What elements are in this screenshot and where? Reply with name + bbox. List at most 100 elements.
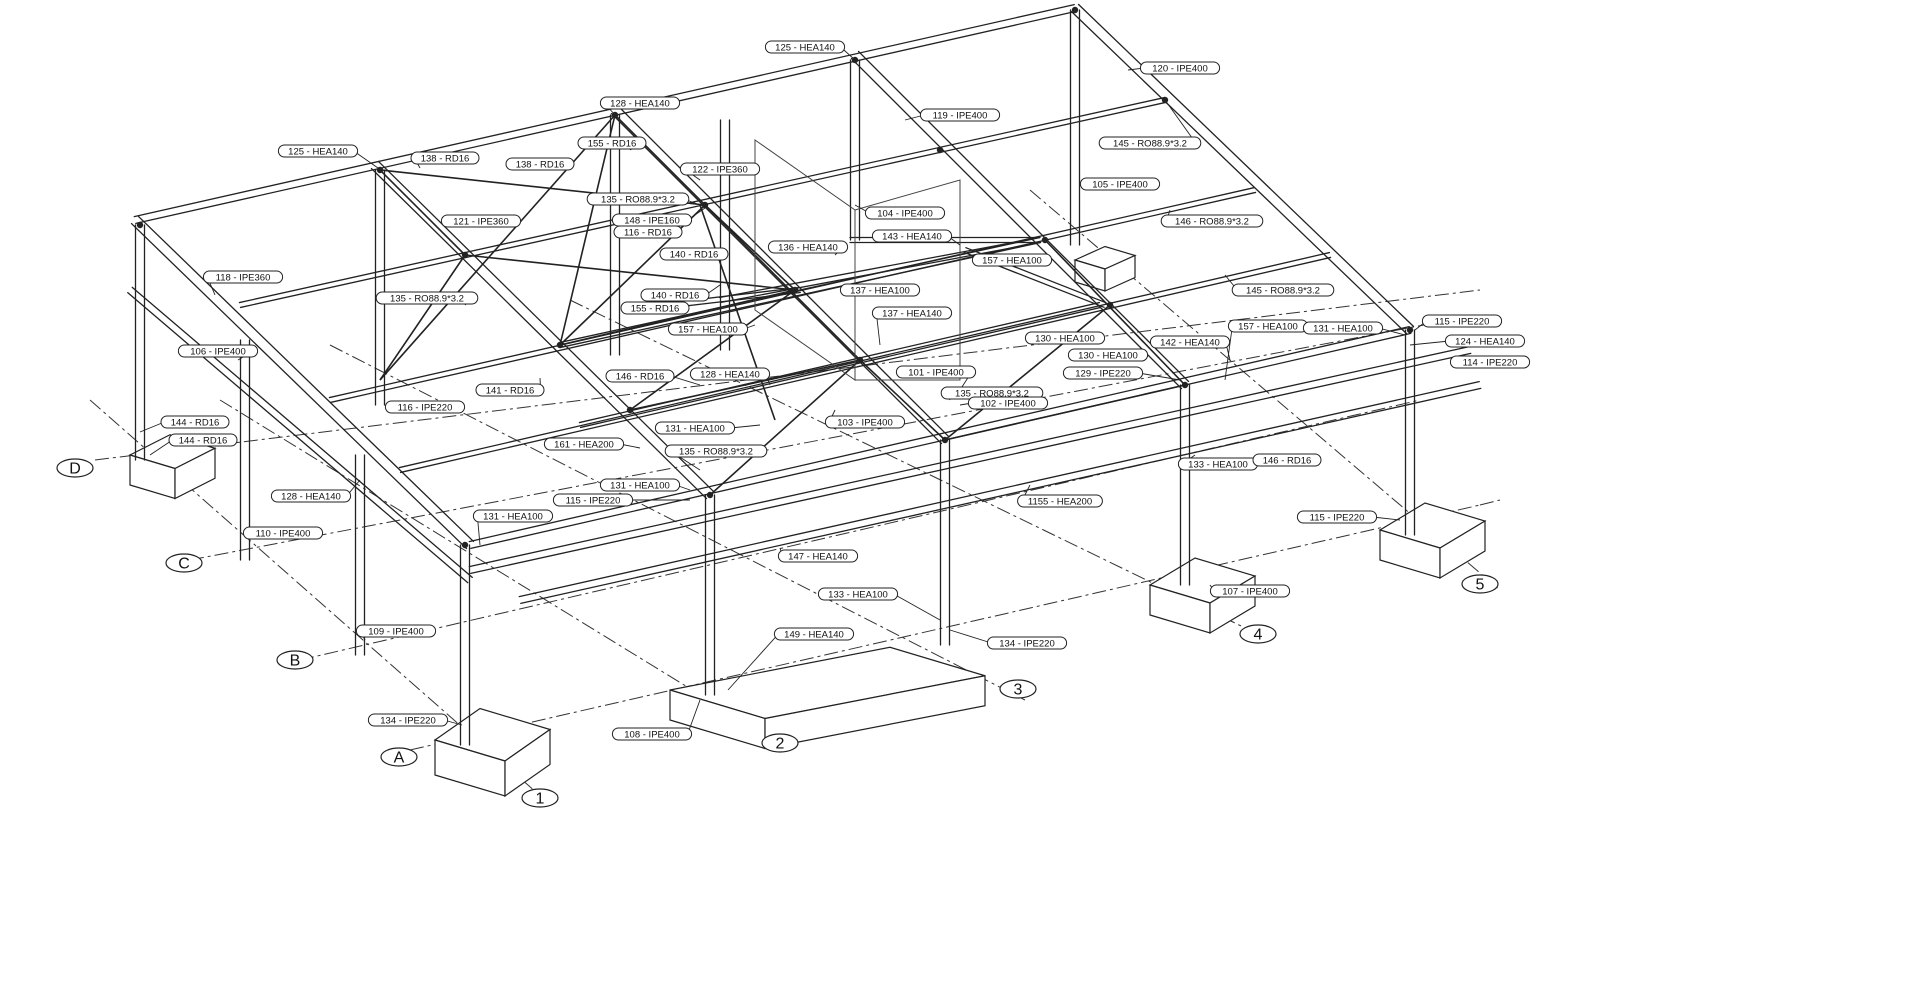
grid-line <box>94 289 1481 461</box>
grid-bubble-number-text: 3 <box>1014 682 1023 699</box>
member-label-text: 148 - IPE160 <box>624 216 679 227</box>
joint <box>1181 381 1189 389</box>
steel-members <box>127 3 1482 746</box>
bracing-rod <box>859 359 946 441</box>
grid-bubble-letter: C <box>165 553 203 573</box>
label-leader <box>1409 340 1450 346</box>
grid-bubble-number-outline <box>999 679 1037 699</box>
joint <box>1106 301 1114 309</box>
grid-bubble-number-outline <box>521 788 559 808</box>
member-label-text: 122 - IPE360 <box>692 165 747 176</box>
member-label-text: 115 - IPE220 <box>1310 513 1365 524</box>
member-label-text: 144 - RD16 <box>179 436 228 447</box>
member-label-text: 104 - IPE400 <box>877 209 932 220</box>
member-label-text: 133 - HEA100 <box>828 590 888 601</box>
bracing-rod <box>379 254 466 381</box>
member-label-box <box>895 365 977 379</box>
wall-panel <box>854 179 961 381</box>
joint <box>376 166 384 174</box>
member-label-text: 134 - IPE220 <box>999 639 1054 650</box>
member-label: 120 - IPE400 <box>1139 61 1221 75</box>
bracing-rod <box>464 254 796 291</box>
member-label-text: 135 - RO88.9*3.2 <box>955 389 1029 400</box>
member-label: 155 - RD16 <box>577 136 647 150</box>
label-leader <box>949 629 992 644</box>
member-label: 110 - IPE400 <box>242 526 324 540</box>
member-label-box <box>839 283 921 297</box>
member-label-text: 128 - HEA140 <box>281 492 341 503</box>
wall-panels <box>754 139 961 381</box>
member-label: 138 - RD16 <box>410 151 480 165</box>
member-label: 147 - HEA140 <box>777 549 859 563</box>
rafter <box>137 215 475 543</box>
member-label: 122 - IPE360 <box>679 162 761 176</box>
footing-front <box>1439 519 1486 580</box>
member-label: 135 - RO88.9*3.2 <box>940 386 1044 400</box>
member-label-text: 138 - RD16 <box>421 154 470 165</box>
purlin <box>329 191 1257 404</box>
member-label-box <box>552 493 634 507</box>
member-label-text: 147 - HEA140 <box>788 552 848 563</box>
wall-panel <box>754 139 856 381</box>
grid-line <box>189 319 1451 561</box>
grid-bubble-number: 1 <box>521 788 559 808</box>
member-label-box <box>202 270 284 284</box>
member-label-box <box>375 291 479 305</box>
member-label-text: 115 - IPE220 <box>566 496 621 507</box>
footing-front <box>174 447 216 500</box>
member-label: 115 - IPE220 <box>552 493 634 507</box>
label-leader <box>1372 516 1401 521</box>
beam <box>135 10 1077 225</box>
bracing-rod <box>379 169 466 256</box>
member-label-text: 137 - HEA100 <box>850 286 910 297</box>
label-leader <box>149 439 173 456</box>
member-label-box <box>1160 214 1264 228</box>
grid-bubble-number: 2 <box>761 733 799 753</box>
label-leader <box>893 593 941 621</box>
member-label: 124 - HEA140 <box>1444 334 1526 348</box>
member-label: 140 - RD16 <box>659 247 729 261</box>
member-label: 129 - IPE220 <box>1062 366 1144 380</box>
purlin <box>238 96 1166 304</box>
member-label-box <box>1302 321 1384 335</box>
member-label-box <box>410 151 480 165</box>
grid-bubble-number: 4 <box>1239 624 1277 644</box>
member-label: 115 - IPE220 <box>1296 510 1378 524</box>
bracing-rod <box>944 304 1111 441</box>
member-label: 1155 - HEA200 <box>1017 494 1103 508</box>
member-label: 135 - RO88.9*3.2 <box>586 192 690 206</box>
member-label-box <box>659 247 729 261</box>
member-label: 157 - HEA100 <box>1227 319 1309 333</box>
member-label-text: 108 - IPE400 <box>624 730 679 741</box>
grid-bubble-letter-outline <box>276 650 314 670</box>
member-label-box <box>1209 584 1291 598</box>
rafter <box>610 112 943 445</box>
member-label-box <box>967 396 1049 410</box>
member-label-text: 136 - HEA140 <box>778 243 838 254</box>
grid-bubble-letter-outline <box>165 553 203 573</box>
member-label-text: 131 - HEA100 <box>665 424 725 435</box>
member-label-box <box>767 240 849 254</box>
purlin <box>559 241 1042 349</box>
grid-bubble-number-text: 5 <box>1476 577 1485 594</box>
label-leader <box>1138 372 1181 381</box>
member-label-box <box>384 400 466 414</box>
beam <box>468 345 1470 568</box>
member-label-box <box>620 301 690 315</box>
grid-bubble-letter-outline <box>56 458 94 478</box>
member-label-text: 124 - HEA140 <box>1455 337 1515 348</box>
member-label: 121 - IPE360 <box>440 214 522 228</box>
member-label: 134 - IPE220 <box>986 636 1068 650</box>
member-label-box <box>367 713 449 727</box>
grid-line <box>1479 499 1501 506</box>
member-label: 148 - IPE160 <box>611 213 693 227</box>
rafter <box>850 57 1183 390</box>
member-label: 131 - HEA100 <box>472 509 554 523</box>
grid-line <box>409 504 1481 751</box>
member-label-text: 133 - HEA100 <box>1188 460 1248 471</box>
bracing-rod <box>1044 239 1186 386</box>
member-label: 137 - HEA140 <box>871 306 953 320</box>
